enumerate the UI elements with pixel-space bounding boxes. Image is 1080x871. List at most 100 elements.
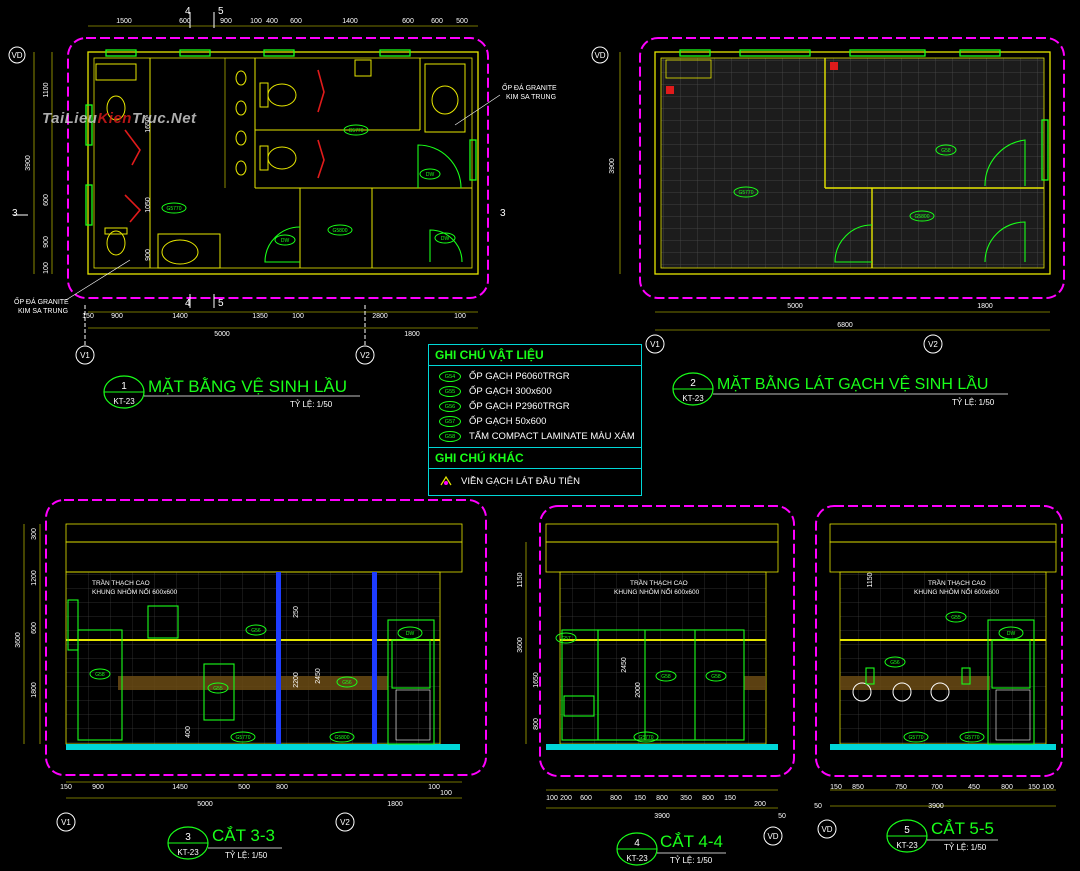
p5-tag-4: G5770: [964, 735, 979, 741]
p4-tag-4: G5770: [638, 735, 653, 741]
p4-bottom-dim-9: 150: [724, 795, 736, 802]
legend-other-item: VIỀN GẠCH LÁT ĐẦU TIÊN: [429, 469, 641, 493]
p1-bottom-dim-3: 1400: [172, 313, 188, 320]
p5-bottom-dim-2: 850: [852, 784, 864, 791]
p3-left-dim-3: 3600: [15, 632, 22, 648]
p3-bottom-dim-3: 1450: [172, 784, 188, 791]
panel-4-section-4-4: G57 G58 G58 G5770 TRẦN THẠCH CAO KHUNG N…: [517, 505, 795, 866]
p1-axis-vd: VD: [11, 51, 22, 60]
legend-item: G56 ỐP GẠCH P2960TRGR: [429, 399, 641, 414]
p1-left-dim-6: 600: [43, 194, 50, 206]
p2-title: MẶT BẰNG LÁT GẠCH VỆ SINH LẦU: [717, 374, 988, 393]
p4-bottom-dim-2: 200: [560, 795, 572, 802]
p3-bottom-dim-7: 100: [440, 790, 452, 797]
p2-dim-3: 6800: [837, 322, 853, 329]
p4-end-dim: 50: [778, 813, 786, 820]
p5-title-sheet: KT-23: [896, 841, 918, 850]
p4-bottom-dim-4: 800: [610, 795, 622, 802]
p5-tag-3: G5770: [908, 735, 923, 741]
p4-bottom-dim-10: 200: [754, 801, 766, 808]
p1-top-dim-10: 500: [456, 18, 468, 25]
p1-top-dim-6: 600: [290, 18, 302, 25]
p4-left-dim-3: 1650: [533, 672, 540, 688]
watermark-logo: TaiLieuKienTruc.Net: [42, 110, 197, 127]
p1-title: MẶT BẰNG VỆ SINH LẦU: [148, 377, 347, 396]
p1-note-bottom-1: ỐP ĐÁ GRANITE: [14, 296, 69, 306]
panel-5-section-5-5: G55 G56 G5770 G5770 DW TRẦN THẠCH CAO KH…: [814, 505, 1063, 853]
p3-tag-dw: DW: [406, 631, 415, 637]
legend-item-tag: G55: [439, 386, 461, 397]
p5-ceiling-2: KHUNG NHÔM NỔI 600x600: [914, 587, 1000, 596]
p1-title-number: 1: [121, 381, 127, 392]
p1-section-3-left: 3: [12, 208, 18, 219]
first-tile-marker-icon: [440, 475, 452, 486]
p4-left-dim-2: 3600: [517, 637, 524, 653]
p3-total-dim-1: 5000: [197, 801, 213, 808]
p3-scale: TỶ LỆ: 1/50: [225, 851, 268, 860]
p2-axis-v1: V1: [650, 340, 660, 349]
p3-tag-1: G58: [95, 672, 105, 678]
p4-bottom-dim-8: 800: [702, 795, 714, 802]
p5-bottom-dim-5: 450: [968, 784, 980, 791]
panel-3-section-3-3: G58 G55 G56 G56 G5770 G5800 DW TRẦN THẠC…: [15, 499, 487, 860]
p3-bottom-dim-5: 800: [276, 784, 288, 791]
p1-section-4-top: 4: [185, 6, 191, 17]
p1-tag-1: G5770: [348, 128, 363, 134]
p5-scale: TỶ LỆ: 1/50: [944, 843, 987, 852]
legend-title-materials: GHI CHÚ VẬT LIỆU: [429, 345, 641, 366]
p4-ceiling-1: TRẦN THẠCH CAO: [630, 577, 688, 587]
p1-top-dim-5: 400: [266, 18, 278, 25]
p4-tag-1: G57: [561, 636, 571, 642]
p5-ceiling-1: TRẦN THẠCH CAO: [928, 577, 986, 587]
p5-bottom-dim-4: 700: [931, 784, 943, 791]
p3-axis-v1: V1: [61, 818, 71, 827]
p4-bottom-dim-1: 100: [546, 795, 558, 802]
p4-tag-3: G58: [711, 674, 721, 680]
p4-axis-vd: VD: [767, 832, 778, 841]
legend-item-label: ỐP GẠCH P6060TRGR: [469, 371, 570, 382]
p5-left-dim-1: 1150: [867, 572, 874, 587]
p5-tag-dw: DW: [1007, 631, 1016, 637]
p2-scale: TỶ LỆ: 1/50: [952, 398, 995, 407]
p2-dim-2: 1800: [977, 303, 993, 310]
p4-bottom-dim-5: 150: [634, 795, 646, 802]
p4-bottom-dim-6: 800: [656, 795, 668, 802]
p1-axis-v1: V1: [80, 351, 90, 360]
p2-axis-v2: V2: [928, 340, 938, 349]
p4-bottom-dim-7: 350: [680, 795, 692, 802]
p3-inner-dim-3: 2450: [315, 668, 322, 684]
legend-item-label: ỐP GẠCH P2960TRGR: [469, 401, 570, 412]
legend-item-tag: G56: [439, 401, 461, 412]
p2-tag-3: G5800: [914, 214, 929, 220]
panel-1-floor-plan: G5770 G5770 G5800 DW DW DW 1500 600 900 …: [8, 6, 557, 409]
p3-ceiling-2: KHUNG NHÔM NỔI 600x600: [92, 587, 178, 596]
p1-left-dim-3: 1050: [145, 197, 152, 213]
p3-title: CẮT 3-3: [212, 826, 275, 845]
p3-inner-dim-1: 250: [293, 606, 300, 618]
p1-note-top-2: KIM SA TRUNG: [506, 94, 556, 101]
p5-title: CẮT 5-5: [931, 819, 994, 838]
p5-tag-1: G55: [951, 615, 961, 621]
logo-suffix: Truc.Net: [131, 110, 197, 127]
legend-item-label: ỐP GẠCH 50x600: [469, 416, 547, 427]
p3-left-dim-5: 1800: [31, 682, 38, 698]
p4-left-dim-1: 1150: [517, 572, 524, 587]
panel-2-tiling-plan: G5770 G58 G5800 5000 1800 6800 3900 VD V…: [591, 37, 1065, 407]
p1-tag-dw-1: DW: [426, 172, 435, 178]
p1-bottom-dim-7: 100: [454, 313, 466, 320]
p5-bottom-dim-6: 800: [1001, 784, 1013, 791]
p2-tag-1: G5770: [738, 190, 753, 196]
p1-bottom-dim-4: 1350: [252, 313, 268, 320]
p3-left-dim-2: 1200: [31, 570, 38, 586]
p4-ceiling-2: KHUNG NHÔM NỔI 600x600: [614, 587, 700, 596]
p1-section-5-top: 5: [218, 6, 224, 17]
p2-tag-2: G58: [941, 148, 951, 154]
p1-total-dim-2: 1800: [404, 331, 420, 338]
p4-left-dim-4: 800: [533, 718, 540, 730]
p2-dim-1: 5000: [787, 303, 803, 310]
p1-top-dim-1: 1500: [116, 18, 132, 25]
p1-left-dim-2: 1650: [145, 117, 152, 133]
